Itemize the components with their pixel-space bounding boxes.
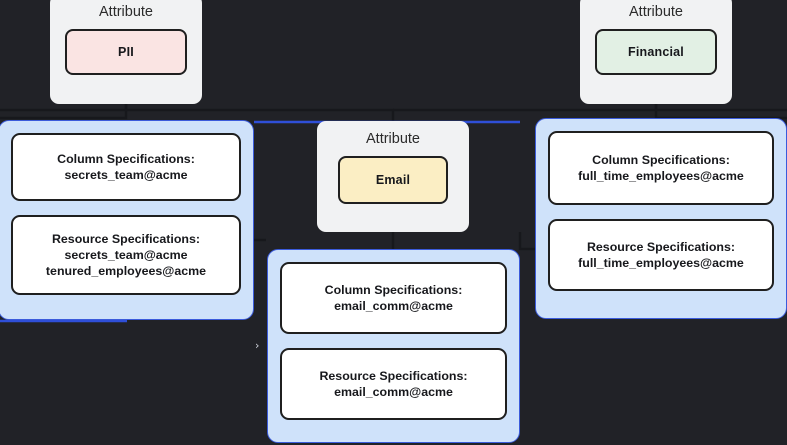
edge-pii-left-trunk — [0, 104, 128, 112]
attribute-card-title: Attribute — [629, 4, 683, 20]
spec-node-heading: Column Specifications: — [592, 153, 730, 167]
spec-group-secrets[interactable]: Column Specifications: secrets_team@acme… — [0, 120, 254, 320]
spec-node-heading: Resource Specifications: — [51, 232, 201, 246]
spec-node-heading: Resource Specifications: — [319, 369, 468, 383]
attribute-card-pii[interactable]: Attribute PII — [50, 0, 202, 104]
attribute-badge-pii[interactable]: PII — [65, 29, 187, 75]
spec-node-heading: Column Specifications: — [324, 283, 463, 297]
attribute-badge-financial[interactable]: Financial — [595, 29, 717, 75]
spec-node-value: email_comm@acme — [334, 299, 453, 313]
spec-node-resource-specifications[interactable]: Resource Specifications: full_time_emplo… — [548, 219, 774, 291]
attribute-card-title: Attribute — [366, 131, 420, 147]
edge-pii-left-trunk-2 — [0, 104, 128, 120]
spec-node-value: secrets_team@acme — [64, 168, 188, 182]
spec-group-financial[interactable]: Column Specifications: full_time_employe… — [535, 118, 787, 319]
spec-node-heading: Column Specifications: — [57, 152, 195, 166]
spec-node-column-specifications[interactable]: Column Specifications: email_comm@acme — [280, 262, 507, 334]
spec-node-value: email_comm@acme — [334, 385, 453, 399]
attribute-card-title: Attribute — [99, 4, 153, 20]
spec-group-email[interactable]: Column Specifications: email_comm@acme R… — [267, 249, 520, 443]
spec-node-value: full_time_employees@acme — [578, 169, 744, 183]
spec-node-value: secrets_team@acme — [64, 248, 188, 262]
spec-node-resource-specifications[interactable]: Resource Specifications: secrets_team@ac… — [11, 215, 241, 295]
spec-node-column-specifications[interactable]: Column Specifications: full_time_employe… — [548, 131, 774, 205]
spec-node-value: tenured_employees@acme — [45, 264, 207, 278]
edge-financial-right-trunk — [654, 104, 787, 120]
spec-node-value: full_time_employees@acme — [578, 256, 744, 270]
spec-node-heading: Resource Specifications: — [586, 240, 736, 254]
attribute-card-financial[interactable]: Attribute Financial — [580, 0, 732, 104]
spec-node-column-specifications[interactable]: Column Specifications: secrets_team@acme — [11, 133, 241, 201]
attribute-badge-email[interactable]: Email — [338, 156, 448, 204]
spec-node-resource-specifications[interactable]: Resource Specifications: email_comm@acme — [280, 348, 507, 420]
attribute-card-email[interactable]: Attribute Email — [317, 121, 469, 232]
edge-financial-to-email — [393, 104, 658, 112]
chevron-right-icon[interactable]: › — [255, 339, 260, 352]
